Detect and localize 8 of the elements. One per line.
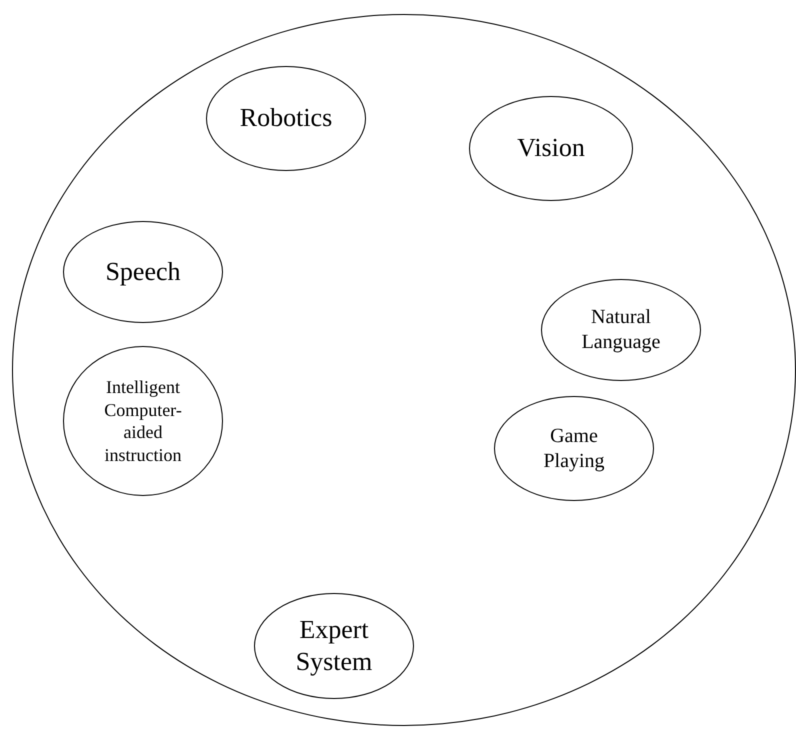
node-label: Robotics	[240, 102, 332, 134]
node-label: Vision	[517, 132, 585, 164]
node-label: Expert System	[294, 614, 374, 678]
node-label: Natural Language	[580, 305, 662, 355]
outer-circle	[12, 14, 796, 726]
node-label: Speech	[105, 256, 181, 288]
node-label: Intelligent Computer-aided instruction	[103, 376, 183, 466]
node-label: Game Playing	[542, 424, 606, 474]
